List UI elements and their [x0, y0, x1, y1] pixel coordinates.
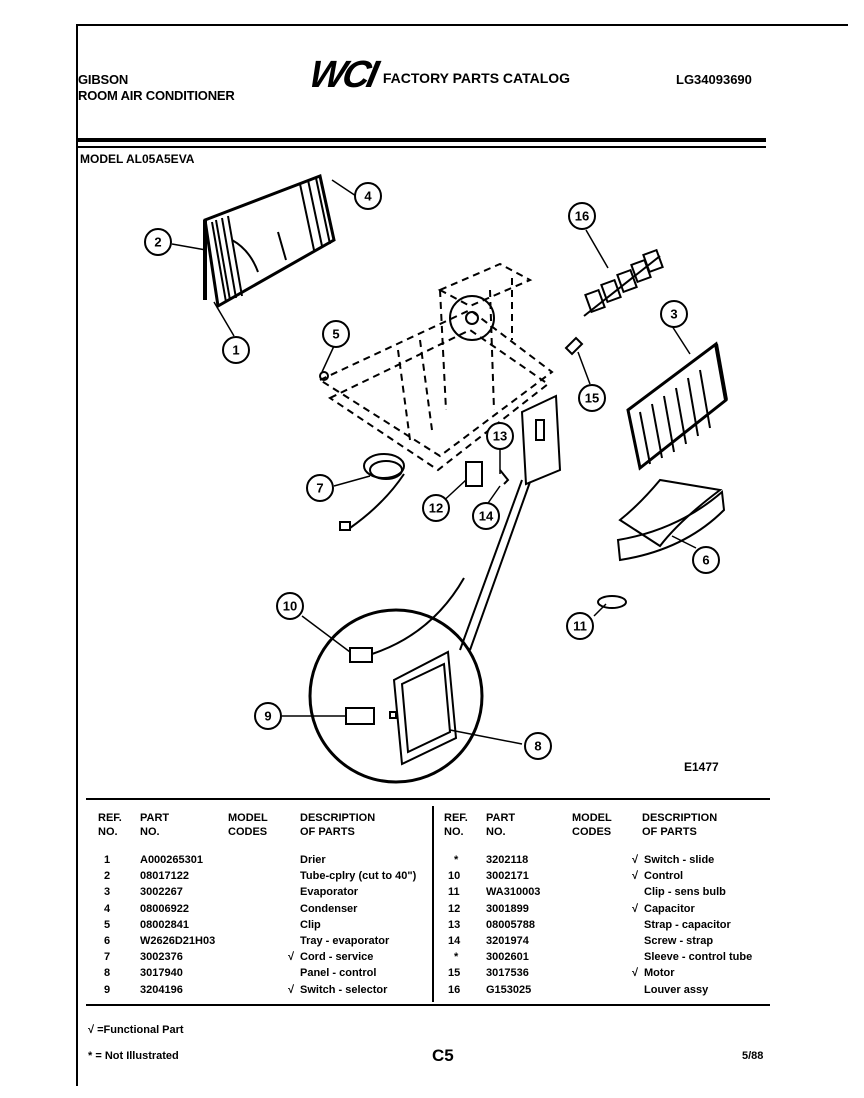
header-rule-thick	[78, 138, 766, 142]
callout-label: 14	[479, 509, 494, 524]
control-panel-detail	[392, 650, 458, 766]
evaporator-drawing	[626, 341, 728, 471]
tray-drawing	[616, 478, 726, 562]
page-frame	[76, 24, 848, 1086]
callout-label: 13	[493, 429, 507, 444]
base-pan-drawing	[317, 262, 554, 472]
capacitor-drawing	[465, 461, 483, 487]
callout-label: 1	[232, 343, 239, 358]
table-top-rule	[86, 798, 770, 800]
callout-label: 4	[364, 189, 372, 204]
callout-label: 16	[575, 209, 589, 224]
control-drawing	[349, 647, 373, 663]
condenser-coil-drawing	[203, 173, 336, 309]
page-code: C5	[432, 1046, 454, 1065]
table-center-divider	[432, 806, 434, 1002]
catalog-number: LG34093690	[676, 72, 752, 87]
catalog-header: WCI FACTORY PARTS CATALOG	[306, 54, 571, 96]
selector-switch-drawing	[345, 707, 375, 725]
service-cord-drawing	[339, 453, 405, 531]
louver-assembly-drawing	[583, 248, 664, 317]
model-label: MODEL AL05A5EVA	[80, 152, 195, 166]
motor-drawing	[564, 336, 584, 356]
control-panel-small	[520, 394, 562, 486]
callouts	[144, 182, 720, 760]
callout-label: 9	[264, 709, 271, 724]
clip-part	[319, 371, 329, 381]
callout-label: 15	[585, 391, 599, 406]
callout-label: 6	[702, 553, 709, 568]
catalog-title: FACTORY PARTS CATALOG	[382, 70, 571, 86]
callout-label: 5	[332, 327, 339, 342]
strap-drawing	[499, 469, 510, 485]
detail-circle	[308, 608, 484, 784]
product-type: ROOM AIR CONDITIONER	[78, 88, 235, 103]
table-bottom-rule	[86, 1004, 770, 1006]
sens-bulb-clip-drawing	[597, 595, 627, 609]
brand-block: GIBSON ROOM AIR CONDITIONER	[78, 72, 235, 104]
callout-label: 10	[283, 599, 297, 614]
callout-label: 7	[316, 481, 323, 496]
brand-name: GIBSON	[78, 72, 129, 87]
callout-label: 11	[573, 619, 587, 634]
callout-label: 12	[429, 501, 443, 516]
callout-label: 3	[670, 307, 677, 322]
header-ref-right: REF.NO.	[444, 812, 468, 838]
callout-label: 2	[154, 235, 161, 250]
functional-part-note: √ =Functional Part	[88, 1024, 184, 1036]
not-illustrated-note: * = Not Illustrated	[88, 1050, 179, 1062]
date-code: 5/88	[742, 1050, 764, 1062]
header-ref: REF.NO.	[98, 812, 122, 838]
callout-label: 8	[534, 739, 541, 754]
table-row: *3202118√Switch - slide	[454, 854, 715, 866]
fan-motor-outline	[449, 295, 495, 341]
figure-code: E1477	[684, 760, 719, 774]
header-rule-thin	[78, 146, 766, 148]
